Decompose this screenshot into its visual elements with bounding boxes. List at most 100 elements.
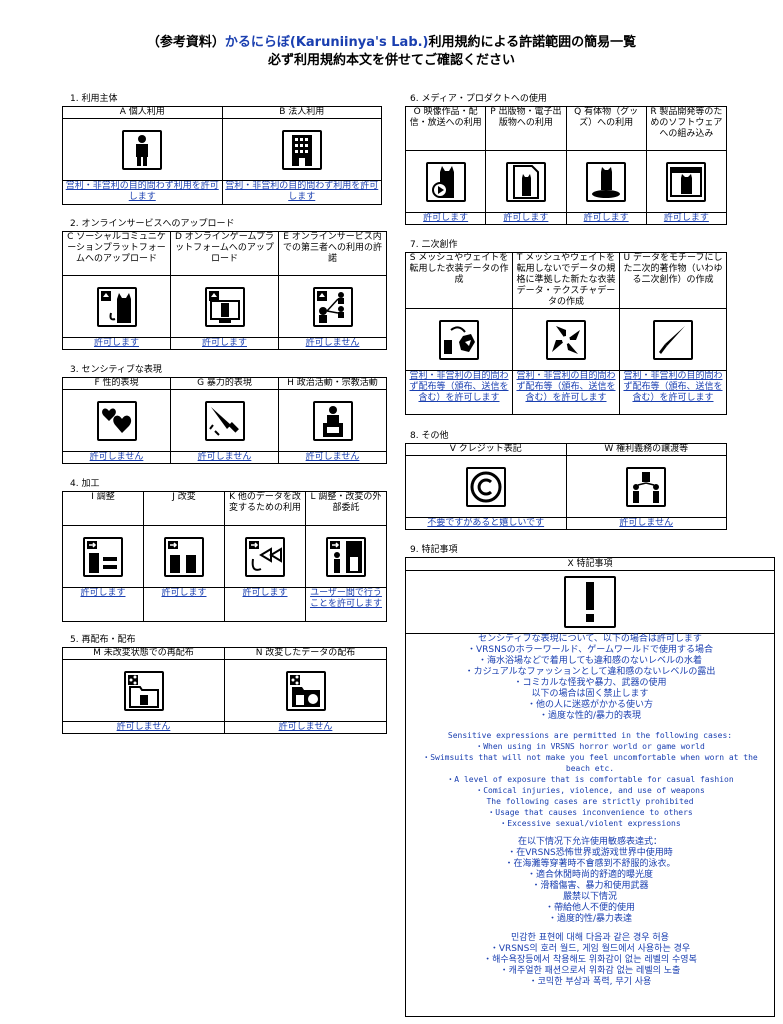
- notes-korean: 민감한 표현에 대해 다음과 같은 경우 허용・VRSNS의 호러 월드, 게임…: [406, 933, 774, 988]
- cell-g-label: G 暴力的表現: [170, 377, 279, 390]
- cell-j-icon: [143, 525, 225, 588]
- notes-line: ・캐주얼한 패션으로서 위화감 없는 레벨의 노출: [499, 966, 681, 976]
- notes-line: ・海水浴場などで着用しても違和感のないレベルの水着: [477, 656, 703, 666]
- section-9-title: 9. 特記事項: [410, 545, 458, 555]
- cell-v-icon: [405, 455, 567, 518]
- notes-line: ・Comical injuries, violence, and use of …: [475, 786, 705, 795]
- cell-o-icon: [404, 150, 487, 213]
- notes-line: ・A level of exposure that is comfortable…: [446, 775, 734, 784]
- cell-x-label: X 特記事項: [406, 558, 774, 571]
- cell-h-label: H 政治活動・宗教活動: [278, 377, 387, 390]
- page-title: （参考資料）かるにらぼ(Karuniinya's Lab.)利用規約による許諾範…: [0, 34, 783, 52]
- outsource-icon: [326, 536, 366, 577]
- notes-line: ・適合休閒時尚的舒適的曝光度: [526, 870, 653, 880]
- section-8-title: 8. その他: [410, 431, 449, 441]
- cell-f-icon: [62, 389, 171, 452]
- copyright-icon: [465, 466, 506, 507]
- notes-line: 민감한 표현에 대해 다음과 같은 경우 허용: [511, 933, 669, 943]
- notes-line: ・VRSNSのホラーワールド、ゲームワールドで使用する場合: [467, 645, 713, 655]
- cell-i-label: I 調整: [62, 491, 144, 526]
- notes-chinese: 在以下情况下允许使用敏感表達式：・在VRSNS恐怖世界或游戏世界中使用時・在海灘…: [406, 837, 774, 925]
- cell-m-icon: [62, 659, 225, 722]
- notes-line: ・過度な性的/暴力的表現: [538, 711, 642, 721]
- section-7-title: 7. 二次創作: [410, 240, 458, 250]
- ribbon-icon: [245, 536, 285, 577]
- knife-icon: [204, 400, 245, 441]
- cell-k-icon: [224, 525, 306, 588]
- notes-line: ・Usage that causes inconvenience to othe…: [487, 808, 693, 817]
- book-cat-icon: [505, 161, 546, 202]
- cell-i-icon: [62, 525, 144, 588]
- cell-t-icon: [512, 308, 620, 371]
- brush-icon: [653, 319, 693, 360]
- cell-x-icon: [406, 571, 774, 634]
- cell-d-icon: [170, 275, 279, 338]
- notes-line: ・コミカルな怪我や暴力、武器の使用: [513, 678, 667, 688]
- software-cat-icon: [666, 161, 707, 202]
- exclamation-icon: [564, 576, 616, 628]
- cell-o-status: 許可します: [404, 212, 487, 225]
- monitor-upload-icon: [204, 286, 245, 327]
- notes-line: 以下の場合は固く禁止します: [531, 689, 649, 699]
- cell-r-icon: [645, 150, 728, 213]
- cell-b-status: 営利・非営利の目的問わず利用を許可します: [221, 180, 382, 205]
- cell-o-label: O 映像作品・配信・放送への利用: [404, 106, 487, 151]
- cell-l-status: ユーザー間で行うことを許可します: [305, 587, 387, 622]
- cell-f-status: 許可しません: [62, 451, 171, 464]
- cell-n-status: 許可しません: [224, 721, 387, 734]
- section-6-title: 6. メディア・プロダクトへの使用: [410, 94, 547, 104]
- notes-line: 嚴禁以下情況: [562, 892, 617, 902]
- podium-icon: [312, 400, 353, 441]
- section-2-title: 2. オンラインサービスへのアップロード: [70, 219, 235, 229]
- title-suffix: 利用規約による許諾範囲の簡易一覧: [428, 35, 637, 50]
- goods-cat-icon: [586, 161, 627, 202]
- cell-u-icon: [619, 308, 727, 371]
- cell-m-label: M 未改変状態での再配布: [62, 647, 225, 660]
- cell-b-icon: [221, 118, 382, 181]
- cell-a-icon: [62, 118, 223, 181]
- notes-line: ・VRSNS의 호러 월드, 게임 월드에서 사용하는 경우: [489, 944, 691, 954]
- notes-line: Sensitive expressions are permitted in t…: [447, 731, 733, 740]
- cell-q-icon: [565, 150, 647, 213]
- cell-r-status: 許可します: [645, 212, 728, 225]
- cell-u-status: 営利・非営利の目的問わず配布等（頒布、送信を含む）を許可します: [619, 370, 727, 415]
- cell-m-status: 許可しません: [62, 721, 225, 734]
- cell-t-status: 営利・非営利の目的問わず配布等（頒布、送信を含む）を許可します: [512, 370, 620, 415]
- section-4-title: 4. 加工: [70, 479, 100, 489]
- mesh-recycle-icon: [439, 319, 479, 360]
- third-party-share-icon: [312, 286, 353, 327]
- section-1-title: 1. 利用主体: [70, 94, 118, 104]
- notes-line: ・滑稽傷害、暴力和使用武器: [531, 881, 649, 891]
- section-3-title: 3. センシティブな表現: [70, 365, 162, 375]
- cell-s-label: S メッシュやウェイトを転用した衣装データの作成: [405, 252, 513, 309]
- cell-l-label: L 調整・改変の外部委託: [305, 491, 387, 526]
- cell-a-status: 営利・非営利の目的問わず利用を許可します: [62, 180, 223, 205]
- notes-line: ・他の人に迷惑がかかる使い方: [526, 700, 653, 710]
- cell-c-icon: [62, 275, 171, 338]
- cell-b-label: B 法人利用: [221, 106, 382, 119]
- new-texture-icon: [546, 319, 586, 360]
- cell-e-label: E オンラインサービス内での第三者への利用の許諾: [278, 231, 387, 276]
- cell-r-label: R 製品開発等のためのソフトウェアへの組み込み: [645, 106, 728, 151]
- cell-u-label: U データをモチーフにした二次的著作物（いわゆる二次創作）の作成: [619, 252, 727, 309]
- cell-a-label: A 個人利用: [62, 106, 223, 119]
- page-subtitle: 必ず利用規約本文を併せてご確認ください: [267, 53, 515, 68]
- cell-j-label: J 改変: [143, 491, 225, 526]
- cell-p-label: P 出版物・電子出版物への利用: [485, 106, 567, 151]
- notes-line: ・カジュアルなファッションとして違和感のないレベルの露出: [464, 667, 716, 677]
- notes-line: The following cases are strictly prohibi…: [486, 797, 694, 806]
- notes-line: ・在VRSNS恐怖世界或游戏世界中使用時: [507, 848, 673, 858]
- building-icon: [281, 129, 322, 170]
- notes-japanese: センシティブな表現について、以下の場合は許可します・VRSNSのホラーワールド、…: [406, 634, 774, 722]
- cell-n-icon: [224, 659, 387, 722]
- cell-d-status: 許可します: [170, 337, 279, 350]
- cell-d-label: D オンラインゲームプラットフォームへのアップロード: [170, 231, 279, 276]
